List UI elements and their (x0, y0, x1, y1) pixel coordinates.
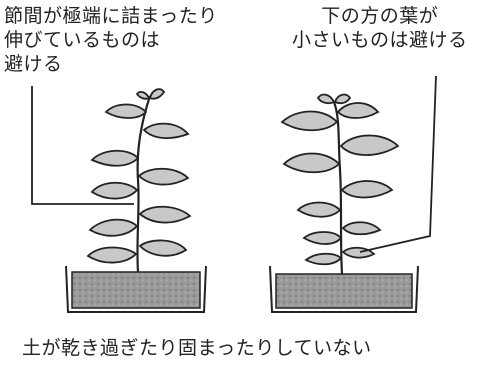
leaf (341, 221, 382, 236)
leaf (302, 231, 343, 245)
right-leaves (280, 93, 400, 266)
right-caption: 下の方の葉が 小さいものは避ける (292, 4, 468, 52)
leaf (282, 152, 341, 174)
right-caption-line-1: 下の方の葉が (321, 5, 439, 27)
leaf (137, 167, 190, 186)
leaf (148, 88, 166, 100)
leaf (90, 181, 139, 200)
left-caption-line-3: 避ける (4, 53, 63, 75)
leaf (138, 239, 188, 257)
leaf (280, 110, 339, 132)
leaf (86, 246, 138, 264)
left-soil (71, 271, 201, 309)
leaf (104, 103, 148, 119)
leaf (333, 93, 352, 105)
left-leaves (86, 88, 192, 264)
left-leader-line (31, 86, 134, 205)
leaf (316, 93, 336, 105)
right-plant (280, 93, 400, 275)
leaf (138, 205, 192, 224)
bottom-caption: 土が乾き過ぎたり固まったりしていない (22, 337, 372, 359)
leaf (90, 149, 140, 167)
leaf (339, 134, 400, 156)
leaf (142, 122, 190, 139)
leaf (296, 201, 342, 218)
leaf (336, 102, 380, 119)
leaf (304, 252, 343, 266)
right-caption-line-2: 小さいものは避ける (292, 29, 468, 51)
left-caption-line-1: 節間が極端に詰まったり (4, 5, 218, 27)
left-plant (86, 88, 192, 273)
right-leader-line (359, 75, 437, 253)
right-soil (275, 273, 413, 309)
leaf (88, 218, 139, 237)
left-pot (65, 265, 207, 313)
right-pot (269, 265, 419, 313)
left-caption-line-2: 伸びているものは (4, 29, 161, 51)
right-stem (332, 101, 344, 275)
left-caption: 節間が極端に詰まったり 伸びているものは 避ける (4, 4, 218, 76)
leaf (135, 91, 151, 100)
leaf (340, 180, 394, 199)
left-stem (136, 95, 152, 273)
